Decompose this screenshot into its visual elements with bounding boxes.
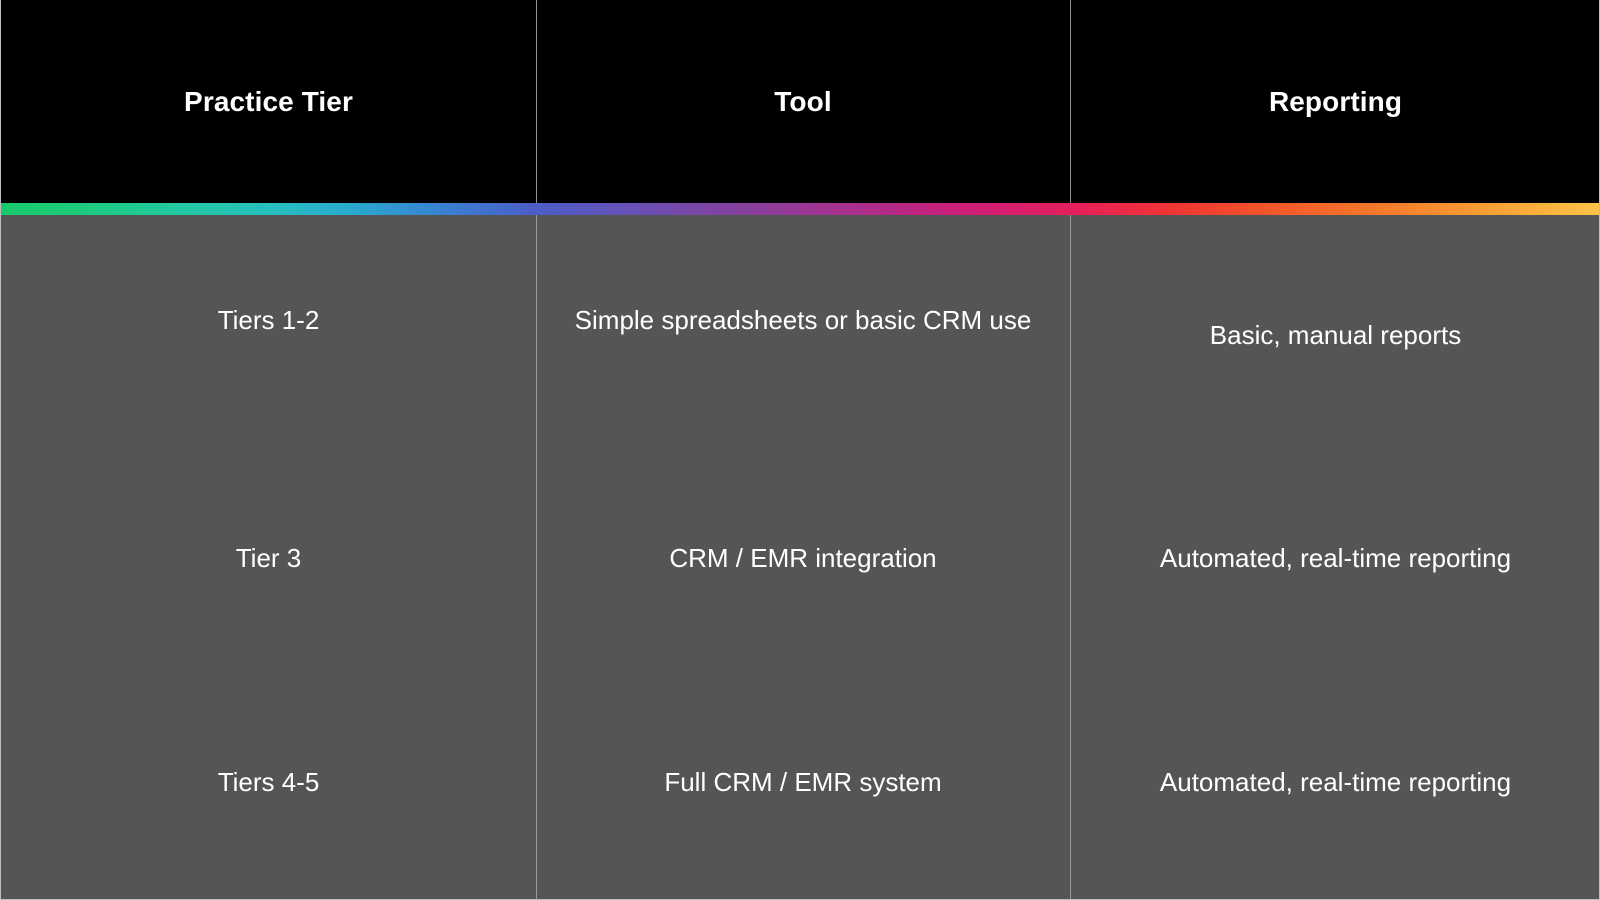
cell-value: CRM / EMR integration (669, 542, 937, 573)
cell-value: Tiers 4-5 (217, 766, 320, 797)
column-header-label: Tool (774, 85, 832, 117)
cell-practice-tier: Tier 3 (1, 458, 536, 685)
cell-reporting: Basic, manual reports (1070, 215, 1599, 458)
table-row: Tiers 4-5 Full CRM / EMR system Automate… (1, 685, 1599, 899)
table-row: Tiers 1-2 Simple spreadsheets or basic C… (1, 215, 1599, 458)
cell-reporting: Automated, real-time reporting (1070, 685, 1599, 899)
cell-value: Full CRM / EMR system (664, 766, 942, 797)
cell-value: Tiers 1-2 (217, 304, 320, 335)
column-header-practice-tier: Practice Tier (1, 0, 536, 203)
cell-practice-tier: Tiers 1-2 (1, 215, 536, 458)
column-header-reporting: Reporting (1070, 0, 1599, 207)
cell-value: Automated, real-time reporting (1159, 766, 1512, 797)
cell-tool: Simple spreadsheets or basic CRM use (536, 215, 1070, 458)
spectrum-accent-bar (1, 203, 1599, 215)
cell-tool: CRM / EMR integration (536, 458, 1070, 685)
column-header-tool: Tool (536, 0, 1070, 207)
cell-reporting: Automated, real-time reporting (1070, 458, 1599, 685)
cell-value: Simple spreadsheets or basic CRM use (574, 304, 1032, 335)
table-body: Tiers 1-2 Simple spreadsheets or basic C… (1, 215, 1599, 899)
cell-tool: Full CRM / EMR system (536, 685, 1070, 899)
table-row: Tier 3 CRM / EMR integration Automated, … (1, 458, 1599, 685)
table-header-row: Practice Tier Tool Reporting (1, 0, 1599, 207)
cell-value: Automated, real-time reporting (1159, 542, 1512, 573)
cell-value: Tier 3 (235, 542, 302, 573)
cell-value: Basic, manual reports (1209, 319, 1462, 350)
cell-practice-tier: Tiers 4-5 (1, 685, 536, 899)
column-header-label: Practice Tier (184, 85, 353, 117)
column-header-label: Reporting (1268, 85, 1403, 117)
